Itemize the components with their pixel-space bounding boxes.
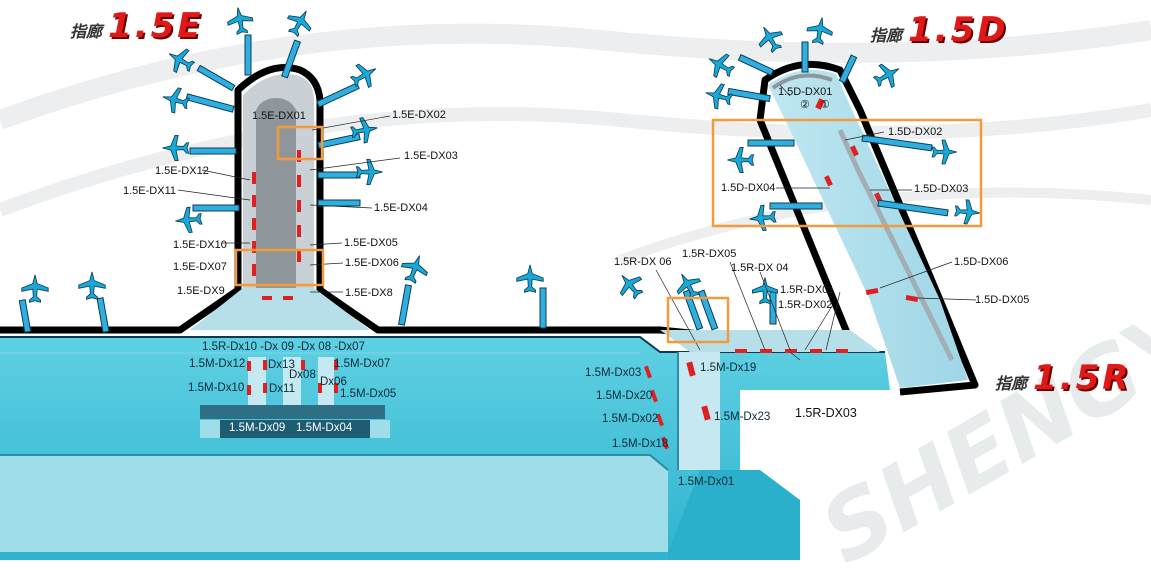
gate-label-e-dx8: 1.5E-DX8 [345,287,393,299]
gate-circle-2: ② [800,99,810,111]
m-gates-area [200,357,390,438]
gate-label-m-dx13: Dx13 [268,359,295,371]
pier-d-prefix: 指廊 [870,26,903,45]
gate-label-d-dx03: 1.5D-DX03 [914,183,969,195]
gate-label-m-dx12: 1.5M-Dx12 [189,358,246,370]
gate-label-m-dx11: Dx11 [269,383,295,395]
pier-r-code: 1.5R [1033,358,1132,398]
gate-label-m-dx03: 1.5M-Dx03 [585,367,642,379]
gate-label-m-dx04: 1.5M-Dx04 [296,422,353,434]
gate-label-m-dx06: Dx06 [320,376,347,388]
leader-lines [177,84,977,361]
pier-d [768,69,968,388]
gate-label-e-dx03: 1.5E-DX03 [404,150,458,162]
gate-label-d-dx05: 1.5D-DX05 [975,294,1030,306]
gate-label-e-dx07: 1.5E-DX07 [173,261,227,273]
pier-d-code: 1.5D [908,10,1009,50]
gate-label-e-dx10: 1.5E-DX10 [173,239,227,251]
gate-label-e-dx11: 1.5E-DX11 [123,185,176,197]
gate-label-d-dx06: 1.5D-DX06 [954,256,1009,268]
gate-label-r-dx04: 1.5R-DX 04 [731,262,789,274]
gate-label-r-dx02: 1.5R-DX02 [778,299,833,311]
pier-e-code: 1.5E [108,6,204,46]
gate-label-r-dx03: 1.5R-DX03 [795,406,857,420]
gate-label-e-dx04: 1.5E-DX04 [374,202,428,214]
gate-label-m-dx05: 1.5M-Dx05 [340,388,397,400]
gate-label-m-dx07: 1.5M-Dx07 [334,358,391,370]
gate-label-e-dx02: 1.5E-DX02 [392,109,446,121]
gate-label-e-dx12: 1.5E-DX12 [155,165,209,177]
gate-label-e-dx05: 1.5E-DX05 [344,237,398,249]
pier-r-prefix: 指廊 [995,374,1028,393]
connector-r [660,330,880,470]
pier-d-title: 指廊 1.5D [870,10,1008,50]
gate-label-m-dx10: 1.5M-Dx10 [188,382,245,394]
gate-label-r-dx06: 1.5R-DX 06 [614,256,672,268]
gate-label-m-dx09: 1.5M-Dx09 [229,422,286,434]
gate-label-e-dx06: 1.5E-DX06 [345,257,399,269]
pier-e-title: 指廊 1.5E [70,6,203,46]
gate-label-m-dx19: 1.5M-Dx19 [700,362,757,374]
gate-label-d-dx01: 1.5D-DX01 [778,86,833,98]
gate-label-e-dx01: 1.5E-DX01 [252,110,306,122]
gate-label-m-dx20: 1.5M-Dx20 [596,390,653,402]
gate-label-r-dx05: 1.5R-DX05 [682,248,737,260]
gate-label-m-dx18: 1.5M-Dx18 [612,438,669,450]
highlight-boxes [234,118,983,344]
gate-label-d-dx02: 1.5D-DX02 [888,126,943,138]
jet-bridges [18,34,949,333]
gate-label-m-dx01: 1.5M-Dx01 [678,476,735,488]
gate-label-m-dx02: 1.5M-Dx02 [602,413,659,425]
gate-label-d-dx04: 1.5D-DX04 [721,182,776,194]
gate-circle-1: ① [820,99,830,111]
gate-label-r-dx10-row: 1.5R-Dx10 -Dx 09 -Dx 08 -Dx07 [202,341,365,353]
gate-label-r-dx01: 1.5R-DX01 [780,284,835,296]
pier-r-title: 指廊 1.5R [995,358,1131,398]
gate-label-m-dx08: Dx08 [289,369,316,381]
gate-label-m-dx23: 1.5M-Dx23 [714,411,771,423]
main-concourse [0,336,890,560]
pier-e-prefix: 指廊 [70,22,103,41]
gate-label-e-dx9: 1.5E-DX9 [177,285,225,297]
